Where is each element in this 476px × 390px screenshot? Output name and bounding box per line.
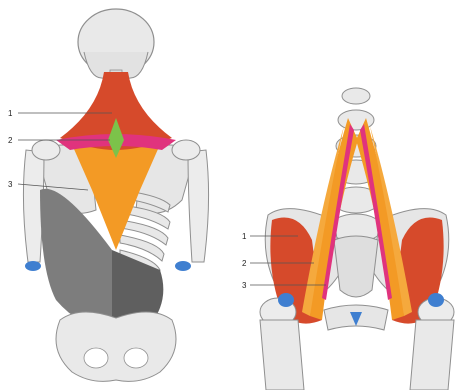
posterior-trunk-svg: 1 2 3 xyxy=(0,0,238,390)
right-femur xyxy=(410,320,454,390)
anterior-pelvis-illustration: 1 2 3 xyxy=(238,0,476,390)
label-1: 1 xyxy=(8,109,13,118)
right-elbow-marker xyxy=(175,261,191,271)
right-hip-marker xyxy=(428,293,444,307)
label-3: 3 xyxy=(242,281,247,290)
right-humerus xyxy=(188,150,209,262)
posterior-trunk-illustration: 1 2 3 xyxy=(0,0,238,390)
left-hip-marker xyxy=(278,293,294,307)
label-3: 3 xyxy=(8,180,13,189)
sacrum xyxy=(334,236,378,297)
label-2: 2 xyxy=(8,136,13,145)
label-2: 2 xyxy=(242,259,247,268)
anterior-pelvis-svg: 1 2 3 xyxy=(238,0,476,390)
label-1: 1 xyxy=(242,232,247,241)
left-femur xyxy=(260,320,304,390)
left-elbow-marker xyxy=(25,261,41,271)
pelvis xyxy=(56,312,176,381)
